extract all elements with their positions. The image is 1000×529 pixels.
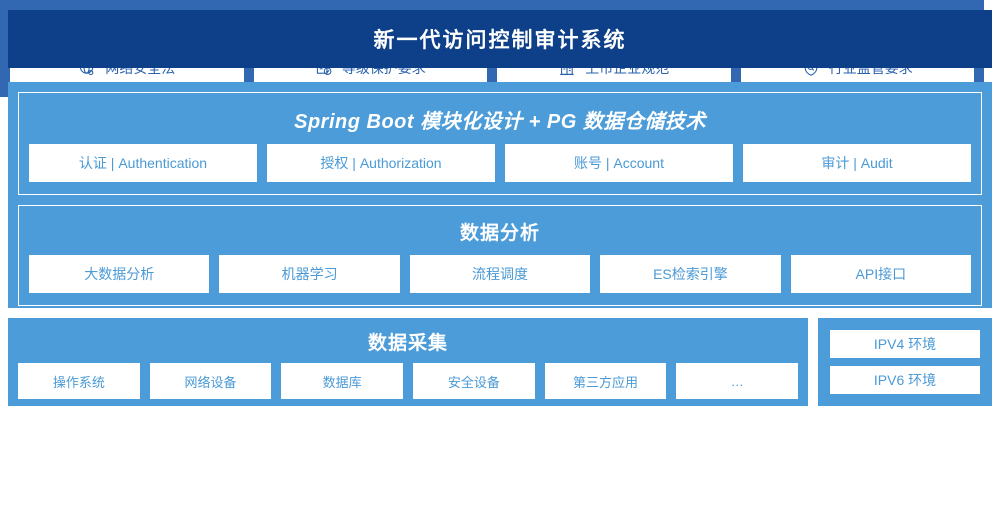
card-label: 审计 | Audit	[821, 155, 893, 171]
analysis-module-es-search[interactable]: ES检索引擎	[600, 255, 781, 293]
collection-source-third-party-app[interactable]: 第三方应用	[544, 363, 667, 399]
card-label: 认证 | Authentication	[78, 155, 208, 171]
card-label: 安全设备	[447, 374, 500, 390]
analysis-title: 数据分析	[459, 223, 540, 244]
environment-panel: IPV4 环境 IPV6 环境	[818, 318, 992, 406]
page-header: 新一代访问控制审计系统	[8, 10, 992, 68]
collection-title: 数据采集	[367, 333, 448, 354]
card-label: IPV6 环境	[873, 372, 937, 388]
platform-module-audit[interactable]: 审计 | Audit	[743, 144, 971, 182]
card-label: 账号 | Account	[573, 155, 664, 171]
card-label: 授权 | Authorization	[320, 155, 442, 171]
card-label: 数据库	[322, 374, 362, 390]
card-label: ES检索引擎	[653, 266, 728, 282]
architecture-top-panel: Spring Boot 模块化设计 + PG 数据仓储技术 认证 | Authe…	[8, 82, 992, 308]
analysis-module-api[interactable]: API接口	[790, 255, 972, 293]
card-label: …	[730, 373, 744, 389]
collection-source-more[interactable]: …	[676, 363, 799, 399]
analysis-module-row: 大数据分析 机器学习 流程调度 ES检索引擎 API接口	[29, 255, 972, 293]
card-label: IPV4 环境	[873, 336, 937, 352]
collection-source-row: 操作系统 网络设备 数据库 安全设备 第三方应用 …	[18, 363, 799, 399]
platform-title: Spring Boot 模块化设计 + PG 数据仓储技术	[294, 111, 706, 133]
platform-module-row: 认证 | Authentication 授权 | Authorization 账…	[29, 144, 971, 182]
card-label: 流程调度	[472, 266, 529, 282]
card-label: API接口	[855, 266, 907, 282]
card-label: 网络设备	[184, 374, 237, 390]
platform-module-authentication[interactable]: 认证 | Authentication	[29, 144, 257, 182]
page-title: 新一代访问控制审计系统	[373, 29, 627, 52]
collection-source-database[interactable]: 数据库	[281, 363, 404, 399]
platform-box: Spring Boot 模块化设计 + PG 数据仓储技术 认证 | Authe…	[18, 92, 982, 195]
card-label: 操作系统	[52, 374, 105, 390]
platform-module-authorization[interactable]: 授权 | Authorization	[267, 144, 495, 182]
environment-ipv6[interactable]: IPV6 环境	[830, 366, 980, 394]
collection-source-os[interactable]: 操作系统	[18, 363, 140, 399]
platform-module-account[interactable]: 账号 | Account	[505, 144, 733, 182]
card-label: 第三方应用	[573, 374, 639, 390]
card-label: 大数据分析	[84, 266, 155, 282]
collection-panel: 数据采集 操作系统 网络设备 数据库 安全设备 第三方应用 …	[8, 318, 808, 406]
environment-ipv4[interactable]: IPV4 环境	[830, 330, 980, 358]
collection-source-network-device[interactable]: 网络设备	[149, 363, 272, 399]
analysis-module-bigdata[interactable]: 大数据分析	[29, 255, 210, 293]
analysis-box: 数据分析 大数据分析 机器学习 流程调度 ES检索引擎 API接口	[18, 205, 982, 306]
card-label: 机器学习	[281, 266, 338, 282]
collection-source-security-device[interactable]: 安全设备	[413, 363, 535, 399]
analysis-module-machine-learning[interactable]: 机器学习	[219, 255, 400, 293]
analysis-module-workflow-scheduling[interactable]: 流程调度	[409, 255, 591, 293]
